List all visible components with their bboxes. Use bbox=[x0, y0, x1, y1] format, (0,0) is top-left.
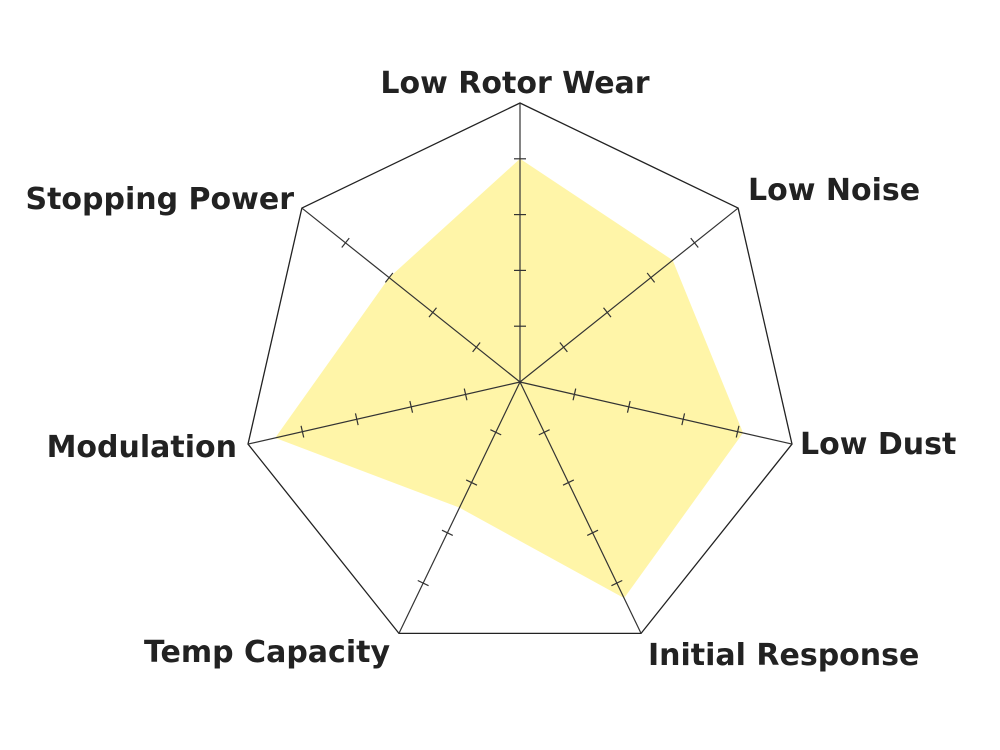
axis-tick bbox=[490, 429, 502, 436]
axis-label: Temp Capacity bbox=[144, 635, 390, 670]
axis-tick bbox=[572, 388, 577, 401]
axis-tick bbox=[603, 307, 612, 318]
axis-label: Low Rotor Wear bbox=[380, 66, 649, 101]
axis-tick bbox=[559, 342, 568, 353]
axis-tick bbox=[681, 413, 686, 426]
axis-line bbox=[398, 381, 521, 634]
axis-label: Modulation bbox=[47, 430, 237, 465]
axis-line bbox=[519, 381, 642, 634]
axis-tick bbox=[463, 388, 468, 401]
axis-tick bbox=[428, 307, 437, 318]
axis-tick bbox=[735, 425, 740, 438]
axis-tick bbox=[465, 479, 478, 486]
axis-tick bbox=[611, 579, 623, 587]
axis-label: Initial Response bbox=[648, 638, 919, 673]
axis-tick bbox=[626, 400, 631, 413]
axis-tick bbox=[441, 529, 454, 536]
axis-tick bbox=[646, 272, 656, 283]
axis-tick bbox=[384, 272, 394, 283]
axis-tick bbox=[538, 429, 550, 436]
axis-line bbox=[247, 381, 521, 445]
axis-tick bbox=[300, 425, 305, 438]
axis-tick bbox=[586, 529, 599, 536]
axis-line bbox=[519, 207, 739, 383]
series-area bbox=[275, 158, 744, 599]
axis-line bbox=[519, 381, 793, 445]
axis-tick bbox=[562, 479, 575, 486]
axis-tick bbox=[690, 237, 699, 248]
axis-tick bbox=[472, 342, 481, 353]
axis-label: Low Dust bbox=[800, 427, 956, 462]
outer-grid-polygon bbox=[247, 102, 793, 635]
axis-label: Low Noise bbox=[748, 173, 920, 208]
axis-tick bbox=[354, 413, 359, 426]
axis-line bbox=[301, 207, 521, 383]
axis-tick bbox=[417, 579, 429, 587]
axis-label: Stopping Power bbox=[25, 182, 294, 217]
axis-tick bbox=[409, 400, 414, 413]
axis-tick bbox=[341, 237, 350, 248]
